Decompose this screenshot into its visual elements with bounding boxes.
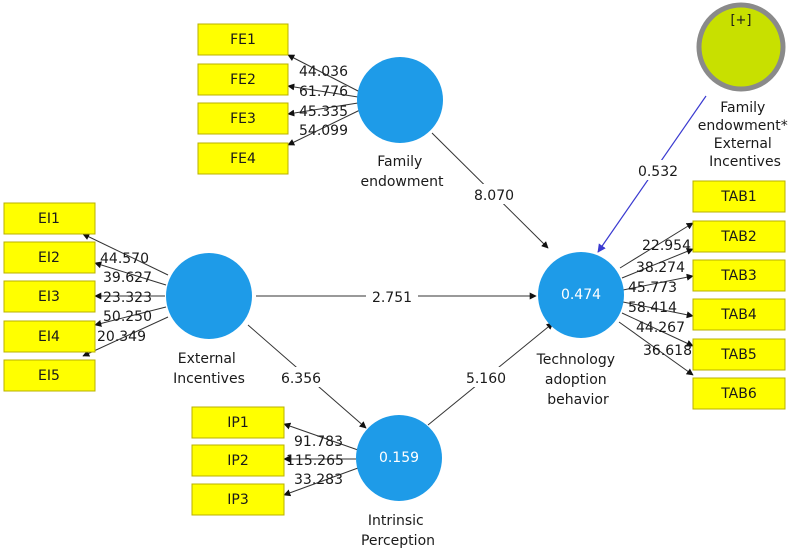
indicator-fe1[interactable]: FE1: [197, 23, 289, 56]
weight-fe4: 54.099: [299, 123, 348, 139]
indicator-ip2[interactable]: IP2: [191, 444, 285, 477]
r-squared-intrinsic-perception: 0.159: [379, 450, 419, 466]
path-value-ei-tab: 2.751: [372, 290, 412, 306]
indicator-ip3[interactable]: IP3: [191, 483, 285, 516]
indicator-label: EI4: [38, 329, 60, 345]
construct-label-external-incentives: External Incentives: [173, 351, 245, 387]
weights-ei: 44.570 39.627 23.323 50.250 20.349: [97, 251, 152, 345]
indicator-edges-fe: [287, 54, 361, 146]
weight-tab4: 58.414: [628, 300, 677, 316]
indicator-label: FE1: [230, 32, 256, 48]
path-value-labels: 8.070 2.751 6.356 5.160 0.532: [274, 160, 680, 387]
weight-ip3: 33.283: [294, 472, 343, 488]
indicator-label: EI1: [38, 211, 60, 227]
indicator-label: IP2: [227, 453, 248, 469]
weight-ei4: 50.250: [103, 309, 152, 325]
construct-label-intrinsic-perception: Intrinsic Perception: [361, 513, 435, 549]
indicator-label: TAB4: [720, 307, 757, 323]
indicator-label: TAB3: [720, 268, 757, 284]
construct-external-incentives[interactable]: [166, 253, 252, 339]
path-value-ei-ip: 6.356: [281, 371, 321, 387]
construct-label-family-endowment: Family endowment: [360, 154, 444, 190]
indicator-tab1[interactable]: TAB1: [692, 180, 786, 213]
weight-ei3: 23.323: [103, 290, 152, 306]
indicator-edges-ei: [82, 233, 169, 357]
construct-intrinsic-perception[interactable]: 0.159: [356, 415, 442, 501]
indicators-ei: EI1 EI2 EI3 EI4 EI5: [3, 202, 96, 392]
indicator-edges-ip: [283, 422, 359, 497]
indicator-fe3[interactable]: FE3: [197, 102, 289, 135]
construct-family-endowment[interactable]: [357, 57, 443, 143]
weight-fe2: 61.776: [299, 84, 348, 100]
weights-fe: 44.036 61.776 45.335 54.099: [299, 64, 348, 139]
construct-label-moderator: Family endowment* External Incentives: [698, 100, 789, 170]
construct-technology-adoption-behavior[interactable]: 0.474: [538, 252, 624, 338]
indicator-label: EI5: [38, 368, 60, 384]
indicator-label: EI3: [38, 289, 60, 305]
indicator-fe4[interactable]: FE4: [197, 142, 289, 175]
weights-tab: 22.954 38.274 45.773 58.414 44.267 36.61…: [628, 238, 692, 359]
r-squared-technology-adoption-behavior: 0.474: [561, 287, 601, 303]
indicator-tab6[interactable]: TAB6: [692, 377, 786, 410]
indicators-tab: TAB1 TAB2 TAB3 TAB4 TAB5 TAB6: [692, 180, 786, 410]
weight-tab6: 36.618: [643, 343, 692, 359]
indicator-label: FE2: [230, 72, 256, 88]
indicator-tab3[interactable]: TAB3: [692, 259, 786, 292]
weight-ei1: 44.570: [100, 251, 149, 267]
indicator-label: TAB5: [720, 347, 757, 363]
indicators-ip: IP1 IP2 IP3: [191, 406, 285, 516]
weight-tab5: 44.267: [636, 320, 685, 336]
path-value-fe-tab: 8.070: [474, 188, 514, 204]
indicator-tab5[interactable]: TAB5: [692, 338, 786, 371]
construct-moderator-interaction[interactable]: [+]: [696, 2, 786, 92]
indicator-tab2[interactable]: TAB2: [692, 220, 786, 253]
indicator-label: FE4: [230, 151, 256, 167]
construct-label-technology-adoption-behavior: Technology adoption behavior: [536, 352, 620, 408]
indicator-tab4[interactable]: TAB4: [692, 298, 786, 331]
indicator-ei2[interactable]: EI2: [3, 241, 96, 274]
weight-tab3: 45.773: [628, 280, 677, 296]
weight-ei5: 20.349: [97, 329, 146, 345]
indicator-label: TAB2: [720, 229, 757, 245]
indicator-label: EI2: [38, 250, 60, 266]
indicator-ei1[interactable]: EI1: [3, 202, 96, 235]
weight-fe1: 44.036: [299, 64, 348, 80]
indicator-label: TAB6: [720, 386, 757, 402]
indicator-ip1[interactable]: IP1: [191, 406, 285, 439]
weight-ip1: 91.783: [294, 434, 343, 450]
indicator-fe2[interactable]: FE2: [197, 63, 289, 96]
weight-tab2: 38.274: [636, 260, 685, 276]
weight-ip2: 115.265: [286, 453, 344, 469]
weights-ip: 91.783 115.265 33.283: [286, 434, 344, 488]
indicator-label: FE3: [230, 111, 256, 127]
path-value-mod-tab: 0.532: [638, 164, 678, 180]
indicator-label: IP1: [227, 415, 248, 431]
path-value-ip-tab: 5.160: [466, 371, 506, 387]
indicator-label: TAB1: [720, 189, 757, 205]
weight-fe3: 45.335: [299, 104, 348, 120]
indicators-fe: FE1 FE2 FE3 FE4: [197, 23, 289, 175]
expand-badge[interactable]: [+]: [730, 13, 751, 28]
indicator-ei5[interactable]: EI5: [3, 359, 96, 392]
indicator-ei4[interactable]: EI4: [3, 320, 96, 353]
weight-ei2: 39.627: [103, 270, 152, 286]
weight-tab1: 22.954: [642, 238, 691, 254]
indicator-ei3[interactable]: EI3: [3, 280, 96, 313]
indicator-label: IP3: [227, 492, 248, 508]
indicator-edges-tab: [618, 222, 694, 376]
